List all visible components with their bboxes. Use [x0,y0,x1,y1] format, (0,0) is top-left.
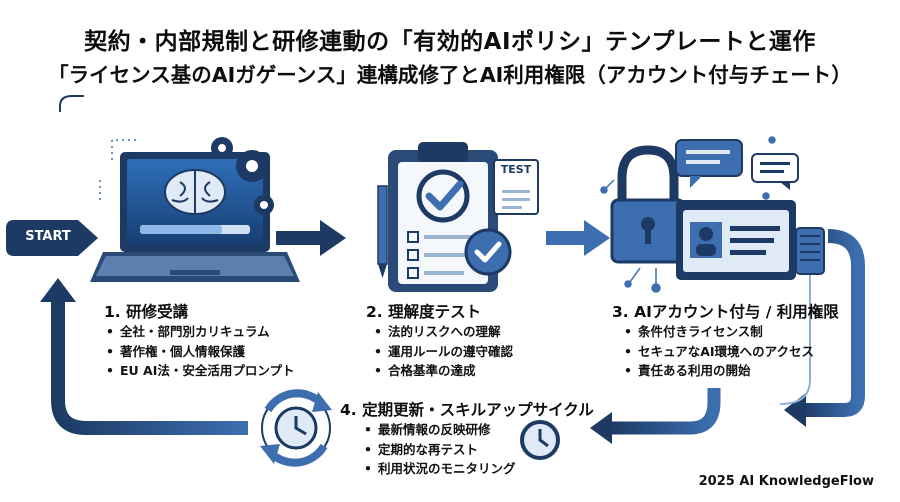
cable-spool-icon [795,227,825,275]
list-item: 全社・部門別カリキュラム [106,322,295,342]
arrow-1-to-2 [276,220,346,256]
step-3-title: 3. AIアカウント付与 / 利用権限 [612,303,839,321]
list-item: 法的リスクへの理解 [374,322,513,342]
step-4-title: 4. 定期更新・スキルアップサイクル [340,401,594,419]
step-2-list: 法的リスクへの理解 運用ルールの遵守確認 合格基準の達成 [374,322,513,381]
network-nodes [600,136,776,293]
list-item: 利用状況のモニタリング [364,459,516,479]
gear-icons [211,137,274,215]
cycle-arrowhead-mid [590,412,612,444]
list-item: 条件付きライセンス制 [624,322,814,342]
step-3-list: 条件付きライセンス制 セキュアなAI環境へのアクセス 責任ある利用の開始 [624,322,814,381]
list-item: EU AI法・安全活用プロンプト [106,361,295,381]
step-1-title: 1. 研修受講 [104,303,189,321]
test-paper-icon [493,159,539,215]
step-2-title: 2. 理解度テスト [366,303,482,321]
return-path-left [51,300,248,435]
page-title: 契約・内部規制と研修連動の「有効的AIポリシ」テンプレートと運作 [84,29,816,55]
page-subtitle: 「ライセンス基のAIガゲーンス」連構成修了とAI利用権限（アカウント付与チェート… [48,63,852,87]
list-item: 定期的な再テスト [364,440,516,460]
pencil-icon [377,185,388,278]
cycle-path-mid [610,388,721,435]
check-badge-icon [464,228,512,276]
cycle-clock-icon [260,389,332,467]
dotted-lines-1 [99,139,140,200]
list-item: 著作権・個人情報保護 [106,342,295,362]
list-item: 運用ルールの遵守確認 [374,342,513,362]
cycle-arrowhead-right [784,393,806,427]
footer-credit: 2025 AI KnowledgeFlow [698,474,874,489]
wall-clock-icon [520,420,560,460]
cycle-line-top [59,95,84,112]
cycle-path-right [800,229,865,417]
arrow-2-to-3 [546,220,610,256]
list-item: セキュアなAI環境へのアクセス [624,342,814,362]
laptop-brain-icon [90,152,300,282]
test-label: TEST [500,163,532,176]
list-item: 責任ある利用の開始 [624,361,814,381]
padlock-icon [610,145,686,264]
return-arrowhead-up [40,278,76,302]
list-item: 合格基準の達成 [374,361,513,381]
start-badge [6,220,98,256]
list-item: 最新情報の反映研修 [364,420,516,440]
step-1-list: 全社・部門別カリキュラム 著作権・個人情報保護 EU AI法・安全活用プロンプト [106,322,295,381]
account-card-icon [676,200,796,280]
step-4-list: 最新情報の反映研修 定期的な再テスト 利用状況のモニタリング [364,420,516,479]
start-label: START [25,229,71,244]
chat-bubble-icons [675,139,799,190]
